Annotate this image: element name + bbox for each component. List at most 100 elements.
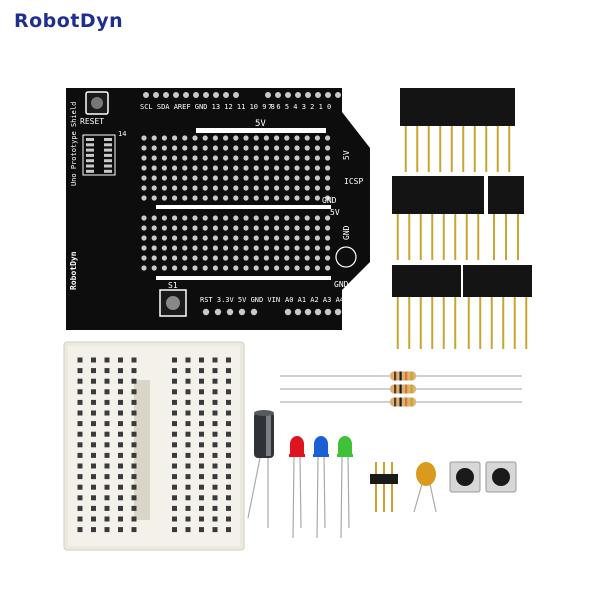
proto-pad [253, 165, 259, 171]
resistor-body [390, 384, 416, 394]
proto-pad [141, 185, 147, 191]
brand-logo: RobotDyn [14, 10, 124, 32]
proto-pad [253, 255, 259, 261]
proto-pad [233, 135, 239, 141]
proto-pad [172, 265, 178, 271]
proto-pad [294, 255, 300, 261]
proto-pad [314, 145, 320, 151]
proto-pad [141, 265, 147, 271]
proto-pad [202, 185, 208, 191]
proto-pad [314, 225, 320, 231]
proto-pad [202, 255, 208, 261]
proto-pad [151, 175, 157, 181]
proto-pad [325, 155, 331, 161]
proto-pad [243, 215, 249, 221]
proto-pad [253, 235, 259, 241]
proto-pad [161, 255, 167, 261]
proto-pad [212, 195, 218, 201]
proto-pad [314, 155, 320, 161]
proto-pad [304, 195, 310, 201]
proto-pad [243, 195, 249, 201]
proto-pad [284, 145, 290, 151]
proto-pad [202, 245, 208, 251]
proto-pad [274, 135, 280, 141]
proto-pad [223, 195, 229, 201]
proto-pad [274, 145, 280, 151]
proto-pad [233, 195, 239, 201]
proto-pad [314, 135, 320, 141]
prototype-shield: RESET SCL SDA AREF GND 13 12 11 10 9 8 7… [66, 88, 370, 330]
proto-pad [274, 165, 280, 171]
proto-pad [233, 265, 239, 271]
proto-pad [202, 195, 208, 201]
five-v-right-label: 5V [342, 150, 351, 160]
proto-pad [202, 175, 208, 181]
proto-pad [243, 135, 249, 141]
rail-gnd-bottom [156, 276, 331, 280]
proto-pad [325, 245, 331, 251]
proto-pad [223, 165, 229, 171]
proto-pad [294, 135, 300, 141]
top-header-right-label: 7 6 5 4 3 2 1 0 [268, 103, 331, 111]
proto-pad [141, 245, 147, 251]
proto-pad [294, 265, 300, 271]
proto-pad [314, 235, 320, 241]
proto-pad [294, 155, 300, 161]
proto-pad [325, 135, 331, 141]
proto-pad [202, 135, 208, 141]
proto-pad [314, 185, 320, 191]
proto-pad [253, 175, 259, 181]
proto-pad [325, 215, 331, 221]
s1-label: S1 [168, 281, 178, 290]
proto-pad [192, 255, 198, 261]
proto-pad [172, 235, 178, 241]
proto-pad [263, 165, 269, 171]
proto-pad [151, 145, 157, 151]
proto-pad [151, 255, 157, 261]
proto-pad [263, 265, 269, 271]
tactile-button-1 [449, 461, 481, 493]
proto-pad [263, 235, 269, 241]
header-10pin [400, 88, 515, 172]
proto-pad [212, 225, 218, 231]
proto-pad [274, 245, 280, 251]
top-header-pads [143, 92, 341, 98]
proto-pad [304, 165, 310, 171]
proto-pad [304, 135, 310, 141]
proto-pad [294, 165, 300, 171]
proto-pad [253, 185, 259, 191]
proto-pad [161, 155, 167, 161]
proto-pad [233, 155, 239, 161]
mini-breadboard [63, 341, 245, 551]
proto-pad [294, 235, 300, 241]
proto-pad [161, 245, 167, 251]
proto-pad [151, 225, 157, 231]
proto-pad [212, 135, 218, 141]
proto-pad [263, 135, 269, 141]
proto-pad [192, 145, 198, 151]
proto-pad [151, 195, 157, 201]
breadboard-holes [77, 357, 231, 533]
proto-pad [223, 145, 229, 151]
proto-pad [263, 255, 269, 261]
proto-pad [212, 265, 218, 271]
proto-pad [202, 215, 208, 221]
reset-label: RESET [80, 117, 104, 126]
proto-pad [325, 235, 331, 241]
proto-pad [253, 145, 259, 151]
proto-pad [253, 195, 259, 201]
proto-pad [161, 145, 167, 151]
breadboard-center-channel [134, 380, 150, 520]
proto-pad [325, 165, 331, 171]
proto-pad [161, 265, 167, 271]
proto-pad [202, 145, 208, 151]
top-header-label: SCL SDA AREF GND 13 12 11 10 9 8 [140, 103, 275, 111]
proto-pad [182, 145, 188, 151]
side-text: Uno Prototype Shield [70, 102, 78, 186]
proto-pad [212, 185, 218, 191]
proto-pad [325, 185, 331, 191]
proto-pad [294, 175, 300, 181]
proto-pad [161, 225, 167, 231]
proto-pad [151, 135, 157, 141]
